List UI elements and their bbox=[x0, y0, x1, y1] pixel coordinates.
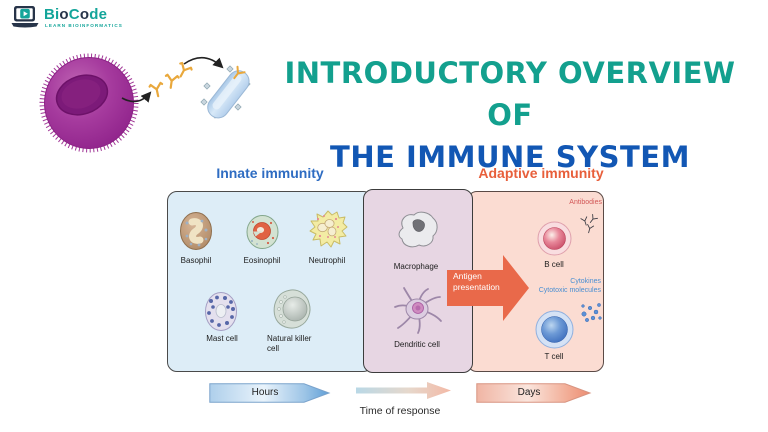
cytokines-label: Cytokines Cytotoxic molecules bbox=[538, 278, 601, 294]
days-label: Days bbox=[517, 387, 541, 398]
page-title-line1: INTRODUCTORY OVERVIEW OF bbox=[284, 56, 736, 132]
page-title-line2: THE IMMUNE SYSTEM bbox=[330, 140, 690, 174]
basophil-label: Basophil bbox=[180, 256, 212, 265]
brand-tagline: LEARN BIOINFORMATICS bbox=[45, 23, 123, 28]
antibody-icons bbox=[580, 214, 598, 234]
macrophage-label: Macrophage bbox=[393, 262, 439, 271]
bacterium-illustration bbox=[200, 65, 251, 119]
days-arrow bbox=[476, 383, 592, 403]
b-cell-label: B cell bbox=[544, 260, 564, 269]
basophil-illustration bbox=[180, 212, 212, 250]
mast-cell-illustration bbox=[205, 292, 237, 331]
natural-killer-cell-label: Natural killer cell bbox=[267, 334, 312, 353]
macrophage-illustration bbox=[398, 211, 438, 248]
arrow-antibodies-to-bacterium bbox=[183, 56, 224, 69]
mast-cell-label: Mast cell bbox=[206, 334, 238, 343]
plasma-cell-illustration bbox=[39, 53, 139, 153]
antigen-presentation-arrow bbox=[447, 255, 529, 321]
cytokine-dots bbox=[581, 303, 602, 322]
antigen-presentation-label: Antigen presentation bbox=[453, 271, 500, 292]
bound-antibody-icon bbox=[233, 65, 246, 80]
hero-arrows bbox=[121, 56, 224, 103]
dendritic-cell-illustration bbox=[394, 287, 442, 334]
eosinophil-label: Eosinophil bbox=[243, 256, 281, 265]
t-cell-illustration bbox=[535, 310, 574, 349]
hours-label: Hours bbox=[251, 387, 279, 398]
arrow-cell-to-antibodies bbox=[121, 91, 152, 103]
antibodies-illustration bbox=[148, 61, 193, 98]
time-of-response-arrow bbox=[356, 382, 451, 399]
b-cell-illustration bbox=[537, 221, 572, 256]
hours-arrow bbox=[209, 383, 331, 403]
neutrophil-label: Neutrophil bbox=[308, 256, 346, 265]
page-title: INTRODUCTORY OVERVIEW OF THE IMMUNE SYST… bbox=[258, 52, 762, 178]
adaptive-immunity-header: Adaptive immunity bbox=[478, 165, 604, 181]
innate-immunity-header: Innate immunity bbox=[216, 165, 324, 181]
natural-killer-cell-illustration bbox=[273, 289, 311, 329]
dendritic-cell-label: Dendritic cell bbox=[394, 340, 440, 349]
laptop-logo-icon bbox=[11, 6, 39, 28]
time-of-response-label: Time of response bbox=[359, 405, 441, 417]
brand-name: BioCode bbox=[44, 6, 108, 23]
t-cell-label: T cell bbox=[544, 352, 564, 361]
eosinophil-illustration bbox=[246, 215, 279, 249]
neutrophil-illustration bbox=[309, 210, 348, 248]
antibodies-label: Antibodies bbox=[569, 199, 602, 206]
